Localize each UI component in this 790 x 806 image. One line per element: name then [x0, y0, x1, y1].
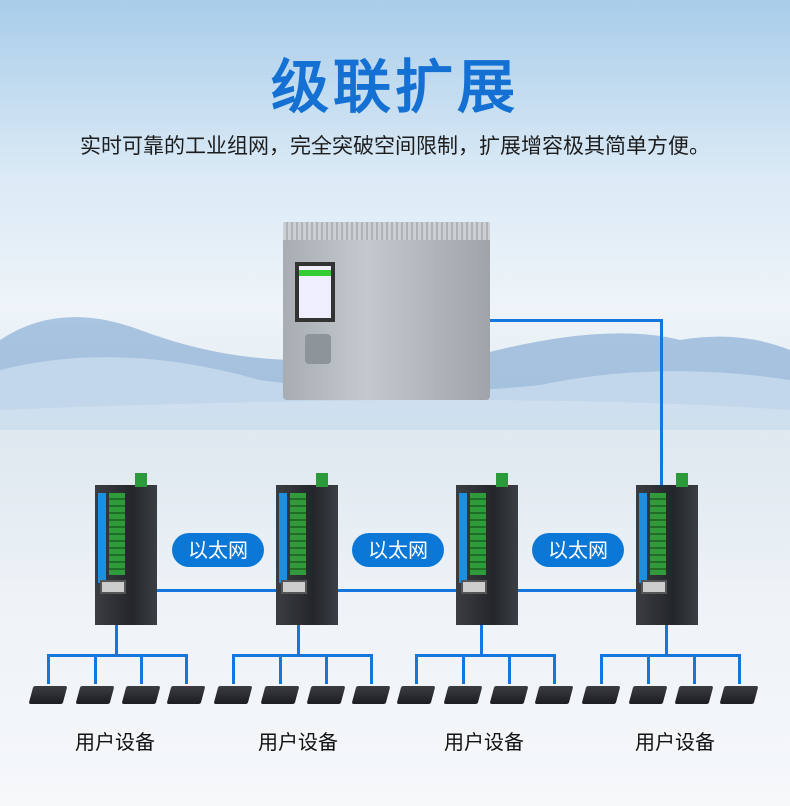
tree-branch	[232, 654, 372, 657]
user-device	[260, 686, 300, 704]
tree-drop	[553, 654, 556, 684]
user-device	[351, 686, 391, 704]
tree-drop	[738, 654, 741, 684]
plc-link-h	[490, 319, 663, 322]
device-group-label: 用户设备	[444, 730, 524, 754]
io-module-2	[276, 473, 338, 625]
device-group-label: 用户设备	[258, 730, 338, 754]
tree-drop	[232, 654, 235, 684]
user-device	[213, 686, 253, 704]
user-device	[396, 686, 436, 704]
tree-trunk	[297, 625, 300, 656]
tree-trunk	[480, 625, 483, 656]
tree-drop	[415, 654, 418, 684]
ethernet-label: 以太网	[172, 533, 264, 567]
tree-branch	[415, 654, 555, 657]
user-device	[28, 686, 68, 704]
device-group-label: 用户设备	[635, 730, 715, 754]
tree-drop	[279, 654, 282, 684]
page-subtitle: 实时可靠的工业组网，完全突破空间限制，扩展增容极其简单方便。	[80, 134, 710, 158]
ethernet-label: 以太网	[532, 533, 624, 567]
tree-drop	[600, 654, 603, 684]
user-device	[581, 686, 621, 704]
tree-drop	[647, 654, 650, 684]
user-device	[719, 686, 759, 704]
tree-drop	[47, 654, 50, 684]
plc-display	[295, 262, 335, 322]
user-device	[534, 686, 574, 704]
plc-controller	[283, 222, 490, 400]
user-device	[166, 686, 206, 704]
io-module-3	[456, 473, 518, 625]
device-group-label: 用户设备	[75, 730, 155, 754]
user-device	[443, 686, 483, 704]
user-device	[121, 686, 161, 704]
tree-branch	[47, 654, 187, 657]
user-device	[75, 686, 115, 704]
io-module-1	[95, 473, 157, 625]
tree-drop	[185, 654, 188, 684]
user-device	[674, 686, 714, 704]
user-device	[628, 686, 668, 704]
user-device	[489, 686, 529, 704]
tree-branch	[600, 654, 740, 657]
ethernet-bus	[120, 589, 662, 592]
tree-drop	[325, 654, 328, 684]
tree-trunk	[115, 625, 118, 656]
plc-link-v	[660, 319, 663, 487]
user-device	[306, 686, 346, 704]
io-module-4	[636, 473, 698, 625]
tree-drop	[462, 654, 465, 684]
tree-drop	[508, 654, 511, 684]
tree-trunk	[665, 625, 668, 656]
tree-drop	[140, 654, 143, 684]
page-title: 级联扩展	[270, 53, 519, 121]
plc-keypad	[305, 334, 331, 364]
ethernet-label: 以太网	[352, 533, 444, 567]
tree-drop	[693, 654, 696, 684]
tree-drop	[370, 654, 373, 684]
tree-drop	[94, 654, 97, 684]
